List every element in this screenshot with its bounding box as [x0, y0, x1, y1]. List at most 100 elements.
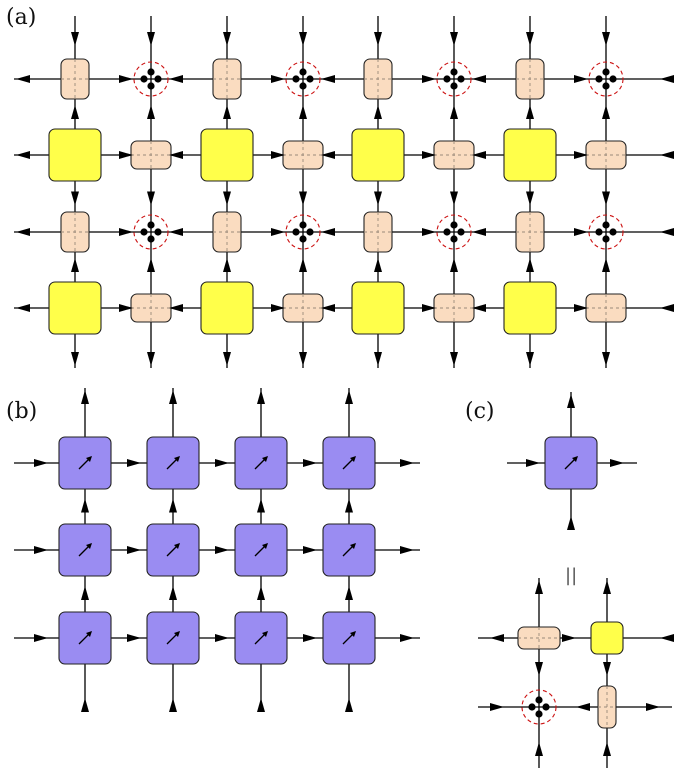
delta-node-icon — [285, 214, 321, 250]
arrowhead-icon — [215, 634, 229, 642]
arrowhead-icon — [602, 32, 610, 46]
arrowhead-icon — [374, 32, 382, 46]
delta-dot — [602, 82, 610, 90]
arrowhead-icon — [422, 304, 436, 312]
delta-node-icon — [133, 214, 169, 250]
arrowhead-icon — [526, 191, 534, 206]
arrowhead-icon — [321, 228, 335, 236]
arrowhead-icon — [257, 586, 265, 600]
delta-dot — [154, 228, 162, 236]
arrowhead-icon — [169, 586, 177, 600]
arrowhead-icon — [271, 151, 285, 159]
arrowhead-icon — [422, 151, 436, 159]
arrowhead-icon — [350, 543, 356, 549]
arrowhead-icon — [169, 698, 177, 712]
delta-dot — [292, 75, 300, 83]
arrowhead-icon — [450, 352, 458, 366]
arrowhead-icon — [574, 75, 588, 83]
arrowhead-icon — [16, 151, 30, 159]
delta-dot — [147, 68, 155, 76]
arrowhead-icon — [262, 543, 268, 549]
arrowhead-icon — [472, 304, 486, 312]
arrowhead-icon — [472, 151, 486, 159]
arrowhead-icon — [350, 631, 356, 637]
yellow-tensor-icon — [503, 281, 557, 335]
delta-dot — [443, 228, 451, 236]
arrowhead-icon — [526, 105, 534, 119]
delta-dot — [306, 228, 314, 236]
arrowhead-icon — [81, 498, 89, 513]
delta-dot — [609, 75, 617, 83]
arrowhead-icon — [86, 456, 92, 462]
arrowhead-icon — [34, 546, 48, 554]
arrows-layer — [16, 32, 674, 756]
arrowhead-icon — [169, 228, 183, 236]
arrowhead-icon — [321, 151, 335, 159]
panel-c-label: (c) — [465, 399, 495, 424]
arrowhead-icon — [147, 258, 155, 272]
arrowhead-icon — [400, 634, 414, 642]
arrowhead-icon — [223, 32, 231, 46]
arrowhead-icon — [562, 634, 576, 642]
arrowhead-icon — [299, 32, 307, 46]
delta-dot — [535, 710, 543, 718]
arrowhead-icon — [147, 352, 155, 366]
arrowhead-icon — [526, 32, 534, 46]
arrowhead-icon — [16, 75, 30, 83]
arrowhead-icon — [223, 105, 231, 119]
arrowhead-icon — [86, 631, 92, 637]
arrowhead-icon — [602, 105, 610, 119]
delta-dot — [292, 228, 300, 236]
arrowhead-icon — [71, 32, 79, 46]
delta-dot — [450, 82, 458, 90]
arrowhead-icon — [603, 580, 611, 594]
delta-dot — [443, 75, 451, 83]
yellow-tensor-icon — [48, 128, 102, 182]
arrowhead-icon — [450, 191, 458, 206]
arrowhead-icon — [602, 191, 610, 206]
delta-dot — [528, 703, 536, 711]
delta-dot — [609, 228, 617, 236]
arrowhead-icon — [147, 32, 155, 46]
arrowhead-icon — [450, 105, 458, 119]
arrowhead-icon — [660, 304, 674, 312]
arrowhead-icon — [71, 352, 79, 366]
arrowhead-icon — [472, 228, 486, 236]
arrowhead-icon — [71, 258, 79, 272]
arrowhead-icon — [303, 634, 317, 642]
arrowhead-icon — [34, 634, 48, 642]
arrowhead-icon — [574, 304, 588, 312]
arrowhead-icon — [422, 228, 436, 236]
arrowhead-icon — [169, 304, 183, 312]
arrowhead-icon — [119, 228, 133, 236]
delta-dot — [147, 221, 155, 229]
delta-dot — [457, 228, 465, 236]
panel-b-label: (b) — [6, 399, 37, 424]
delta-dot — [450, 235, 458, 243]
arrowhead-icon — [127, 634, 141, 642]
arrowhead-icon — [299, 258, 307, 272]
delta-dot — [299, 235, 307, 243]
delta-dot — [306, 75, 314, 83]
delta-dot — [299, 68, 307, 76]
arrowhead-icon — [603, 662, 611, 676]
arrowhead-icon — [271, 75, 285, 83]
arrowhead-icon — [257, 390, 265, 404]
arrowhead-icon — [535, 742, 543, 756]
delta-dot — [140, 75, 148, 83]
yellow-tensor-icon — [351, 128, 405, 182]
arrowhead-icon — [303, 459, 317, 467]
delta-node-icon — [588, 214, 624, 250]
arrowhead-icon — [71, 105, 79, 119]
arrowhead-icon — [400, 546, 414, 554]
delta-dot — [602, 235, 610, 243]
arrowhead-icon — [660, 634, 674, 642]
arrowhead-icon — [660, 151, 674, 159]
delta-dot — [450, 221, 458, 229]
arrowhead-icon — [660, 75, 674, 83]
arrowhead-icon — [257, 698, 265, 712]
arrowhead-icon — [16, 304, 30, 312]
arrowhead-icon — [223, 258, 231, 272]
arrowhead-icon — [450, 32, 458, 46]
